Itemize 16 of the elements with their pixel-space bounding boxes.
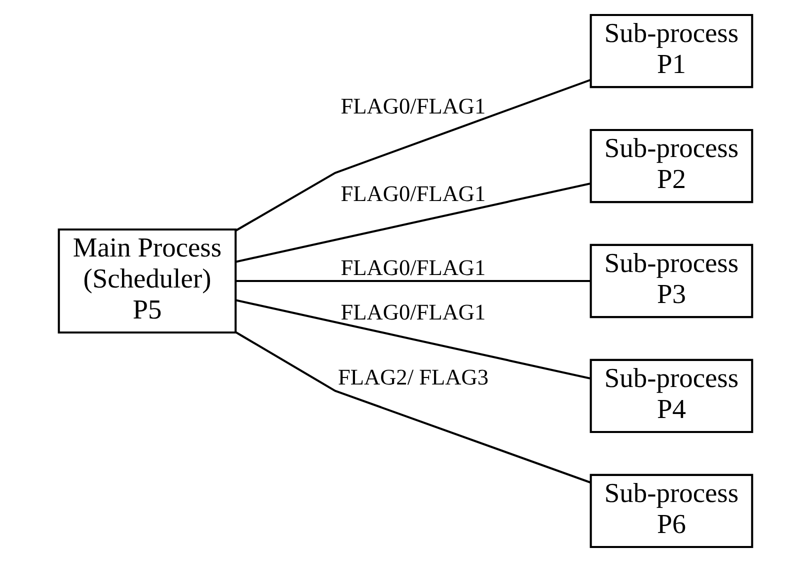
connector	[236, 78, 591, 232]
connector	[236, 299, 590, 380]
node-box: Sub-process P6	[590, 474, 754, 548]
connector	[236, 332, 591, 484]
edge-label: FLAG0/FLAG1	[340, 181, 486, 206]
connector	[236, 280, 590, 282]
node-box: Sub-process P3	[590, 244, 754, 318]
node-box: Main Process (Scheduler) P5	[58, 228, 237, 334]
node-box: Sub-process P4	[590, 358, 754, 434]
edge-label: FLAG0/FLAG1	[340, 254, 486, 280]
node-box: Sub-process P2	[590, 128, 754, 204]
node-box: Sub-process P1	[590, 14, 754, 88]
edge-label: FLAG0/FLAG1	[340, 299, 486, 324]
edge-label: FLAG0/FLAG1	[340, 94, 486, 119]
edge-label: FLAG2/ FLAG3	[338, 364, 488, 390]
connector	[236, 182, 590, 263]
